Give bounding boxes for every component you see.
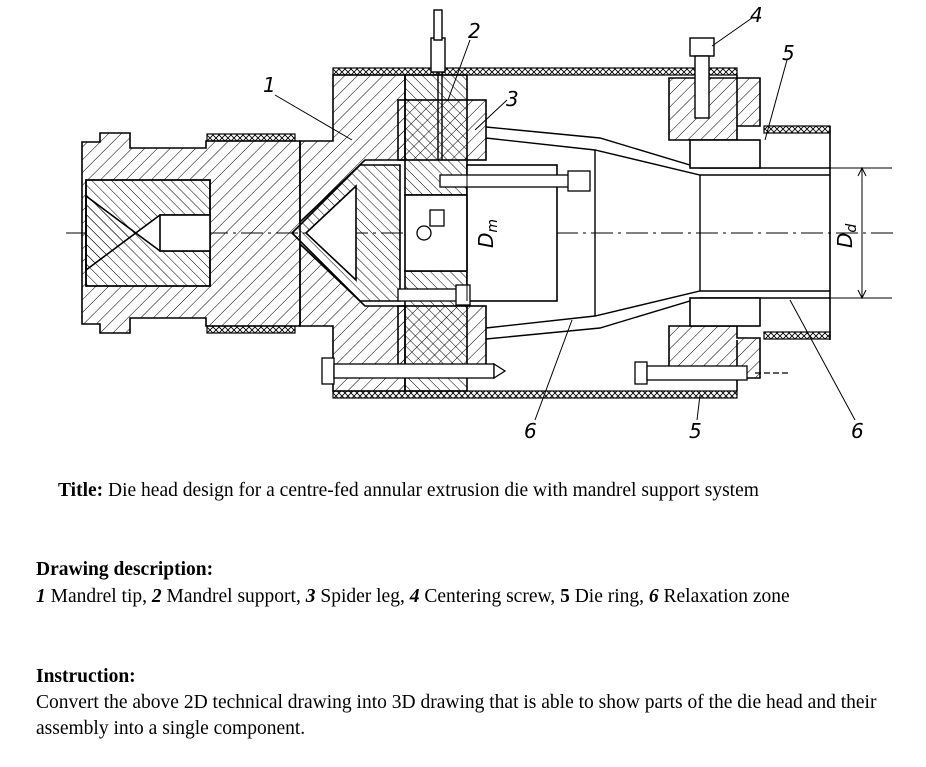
callout-1: 1 xyxy=(263,73,276,97)
part-number: 1 xyxy=(36,586,46,607)
description-list: 1 Mandrel tip, 2 Mandrel support, 3 Spid… xyxy=(36,584,916,610)
die-ring xyxy=(668,77,761,379)
part-number: 6 xyxy=(648,586,659,607)
flow-channel xyxy=(466,126,830,340)
part-name: Die ring, xyxy=(569,586,649,607)
part-number: 3 xyxy=(305,586,316,607)
title-text: Die head design for a centre-fed annular… xyxy=(103,480,759,501)
title-block: Title: Die head design for a centre-fed … xyxy=(58,478,918,504)
centering-screw xyxy=(689,37,715,119)
part-name: Centering screw, xyxy=(419,586,561,607)
description-heading: Drawing description: xyxy=(36,559,214,580)
callout-4: 4 xyxy=(750,3,763,27)
tie-bolts xyxy=(321,357,790,385)
title-label: Title: xyxy=(58,480,104,501)
adapter-flange xyxy=(81,132,301,334)
part-number: 2 xyxy=(151,586,162,607)
dimension-dd xyxy=(830,166,892,300)
die-head-cross-section-drawing: 1 2 3 4 5 6 5 6 Dm Dd xyxy=(66,3,895,443)
internal-bolts xyxy=(397,170,591,306)
part-name: Relaxation zone xyxy=(658,586,790,607)
callout-5-bottom: 5 xyxy=(689,419,702,443)
dimension-label-dm: Dm xyxy=(474,219,501,248)
part-name: Mandrel support, xyxy=(161,586,306,607)
part-number: 4 xyxy=(409,586,420,607)
instruction-heading: Instruction: xyxy=(36,666,136,687)
die-body xyxy=(290,74,406,392)
callout-2: 2 xyxy=(468,19,481,43)
callout-3: 3 xyxy=(506,87,519,111)
dimension-label-dd: Dd xyxy=(833,224,860,248)
part-number: 5 xyxy=(560,586,570,607)
part-name: Spider leg, xyxy=(315,586,410,607)
callout-5-top: 5 xyxy=(782,41,795,65)
callout-6-right: 6 xyxy=(851,419,864,443)
part-name: Mandrel tip, xyxy=(45,586,152,607)
callout-6-left: 6 xyxy=(524,419,537,443)
leader-lines xyxy=(274,17,856,421)
instruction-text: Convert the above 2D technical drawing i… xyxy=(36,692,877,739)
mandrel-support-bolt xyxy=(430,9,446,160)
